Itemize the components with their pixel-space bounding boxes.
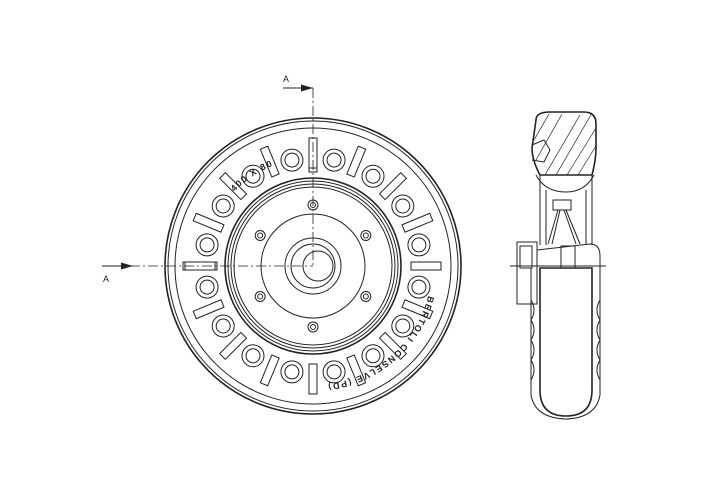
tread-hole-inner: [199, 237, 215, 253]
tread-hole: [195, 233, 219, 257]
tread-slot: [259, 354, 280, 387]
tread-hole-inner: [365, 168, 381, 184]
tread-slot: [218, 331, 248, 361]
tread-hole: [361, 164, 385, 188]
disc-webs: [547, 209, 581, 245]
tread-slot: [410, 261, 442, 271]
bolt: [310, 324, 316, 330]
rim-profile: [535, 174, 595, 193]
tread-slot: [346, 145, 367, 178]
tread-slot: [401, 212, 434, 233]
bolt: [362, 293, 369, 300]
axle-bore: [302, 250, 334, 282]
tread-slot: [218, 171, 248, 201]
arrowhead-top: [301, 84, 313, 92]
sidewall-pattern-right: [596, 299, 601, 381]
tread-slot: [308, 363, 318, 395]
tread-hole-inner: [284, 152, 300, 168]
sidewall-pattern-left: [530, 299, 535, 381]
tread-hole: [280, 360, 304, 384]
tread-hole-inner: [411, 237, 427, 253]
side-section-view: [510, 111, 606, 420]
tread-hole: [211, 314, 235, 338]
tread-hole: [280, 148, 304, 172]
bolt: [362, 232, 369, 239]
tread-hole-inner: [199, 279, 215, 295]
tread-hole: [407, 233, 431, 257]
tread-hole-inner: [245, 348, 261, 364]
section-label-left: A: [103, 274, 109, 284]
tread-hole: [391, 314, 415, 338]
tread-slot: [259, 145, 280, 178]
tread-slot: [192, 212, 225, 233]
bolt: [254, 291, 266, 302]
tread-hole-inner: [411, 279, 427, 295]
tread-slot: [378, 171, 408, 201]
tread-slot: [346, 354, 367, 387]
left-slot-section: [182, 261, 218, 271]
tyre-outer-edge: [164, 117, 462, 415]
tread-hole: [322, 360, 346, 384]
tread-hole-inner: [245, 168, 261, 184]
tread-hole-inner: [365, 348, 381, 364]
tread-hole: [211, 194, 235, 218]
tread-hole: [195, 275, 219, 299]
front-view: 400 X 80 BERTOLI CONSELVE (PD) A A: [102, 74, 462, 415]
size-marking: 400 X 80: [229, 158, 275, 194]
maker-marking: BERTOLI CONSELVE (PD): [326, 295, 436, 392]
bolt-head: [552, 199, 572, 211]
tread-hole: [391, 194, 415, 218]
tyre-bottom: [530, 394, 601, 420]
hub-shell: [536, 243, 601, 280]
tread-hole-inner: [395, 318, 411, 334]
tread-hole: [241, 344, 265, 368]
tread-hole-inner: [215, 198, 231, 214]
tread-hole-inner: [395, 198, 411, 214]
axle-spacer: [516, 241, 538, 305]
bolt: [257, 232, 264, 239]
tread-hole-inner: [215, 318, 231, 334]
bearing-right: [560, 245, 576, 269]
tread-hole-inner: [284, 364, 300, 380]
tyre-lower-body: [539, 267, 593, 417]
bolt: [257, 293, 264, 300]
section-label-top: A: [283, 74, 289, 84]
tread-hole-inner: [326, 364, 342, 380]
tread-hole: [361, 344, 385, 368]
tread-notch: [531, 139, 551, 163]
bolt: [254, 230, 266, 241]
tread-slot: [401, 299, 434, 320]
tyre-section: [531, 111, 597, 176]
tread-hole-inner: [326, 152, 342, 168]
tread-hole: [322, 148, 346, 172]
bolt: [360, 291, 372, 302]
tread-hole: [407, 275, 431, 299]
tread-hole: [241, 164, 265, 188]
bolt: [307, 321, 319, 333]
tread-slot: [378, 331, 408, 361]
tread-slot: [192, 299, 225, 320]
top-slot-section: [308, 137, 318, 173]
bolt: [360, 230, 372, 241]
hub-inner: [290, 243, 336, 289]
arrowhead-left: [121, 262, 133, 270]
bearing-left: [519, 245, 533, 269]
